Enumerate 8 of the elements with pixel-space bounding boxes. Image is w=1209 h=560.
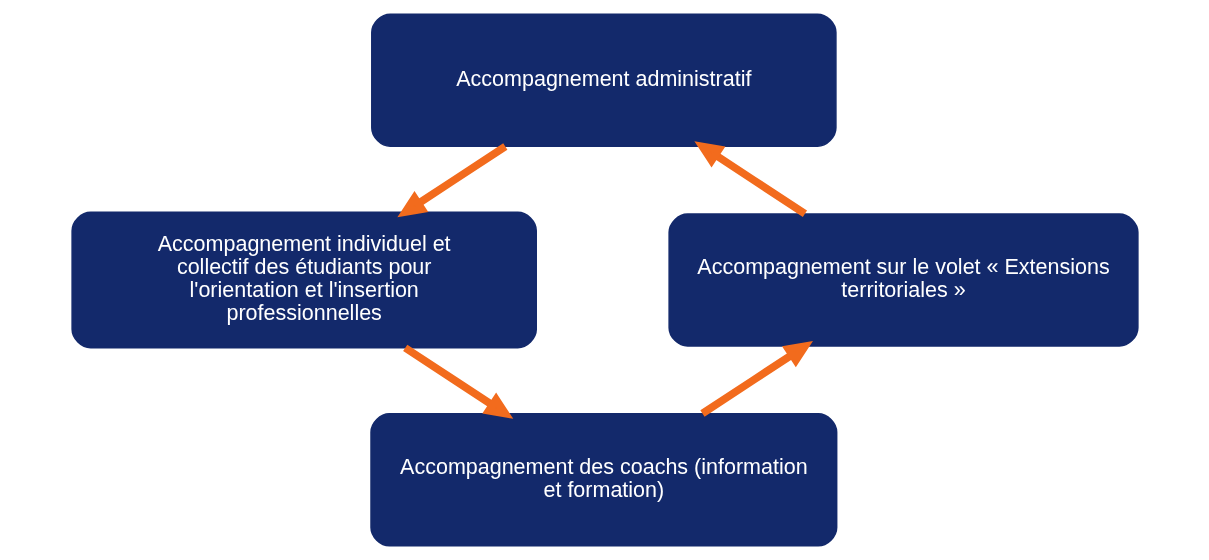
arrow [402, 344, 513, 419]
node-box: Accompagnement sur le volet « Extensions territoriales » [667, 213, 1139, 347]
node-box: Accompagnement des coachs (information et formation) [369, 412, 837, 547]
arrow [699, 340, 813, 417]
arrow [693, 141, 807, 217]
node-box: Accompagnement administratif [370, 13, 837, 148]
arrow [396, 143, 507, 218]
node-box: Accompagnement individuel et collectif des étudiants pour l'orientation et l'insertion professionnelles [70, 211, 537, 349]
